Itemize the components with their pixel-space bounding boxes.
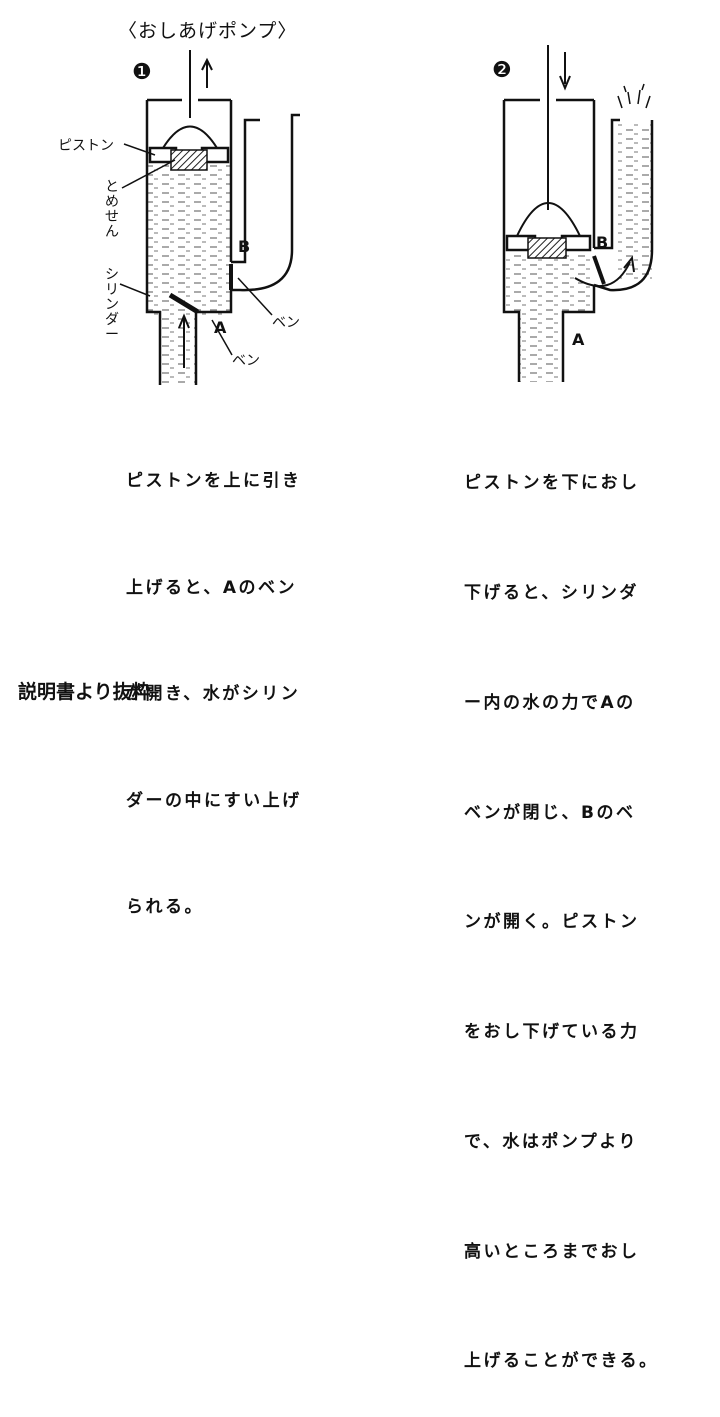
outlet-pipe-inner-2: [594, 118, 620, 250]
source-note: 説明書より抜粋: [18, 681, 151, 703]
cylinder-right-wall-1: [194, 100, 233, 385]
cylinder-right-wall-2: [561, 100, 596, 382]
outlet-pipe-outer-2: [593, 120, 654, 292]
cylinder-left-wall-1: [145, 100, 162, 385]
outlet-pipe-outer-1: [231, 113, 300, 292]
cylinder-water-2: [504, 252, 594, 312]
cylinder-left-wall-2: [502, 100, 521, 382]
valve-b-2: [592, 255, 606, 285]
valve-a-1: [168, 292, 200, 315]
panel-2-description: ピストンを下におし 下げると、シリンダ ー内の水の力でAの ベンが閉じ、Bのベ …: [464, 392, 659, 1417]
label-tomesen: とめせん: [105, 179, 119, 240]
diagram-title: 〈おしあげポンプ〉: [118, 20, 298, 42]
inlet-water-2: [519, 312, 563, 382]
stopper-1: [170, 149, 208, 171]
label-cylinder: シリンダー: [105, 267, 119, 343]
desc-2-line: 上げることができる。: [464, 1351, 659, 1372]
label-ben-bottom: ベン: [232, 353, 260, 369]
panel-1-number: ❶: [132, 60, 152, 85]
label-valve-a-2: A: [572, 330, 585, 349]
panel-2-number: ❷: [492, 58, 512, 83]
water-spray-2: [617, 83, 651, 109]
arrow-flow-2: [574, 261, 631, 287]
desc-2-line: 下げると、シリンダ: [464, 582, 639, 603]
desc-2-line: 高いところまでおし: [464, 1241, 640, 1262]
desc-1-line: 上げると、Aのベン: [126, 577, 297, 598]
label-piston: ピストン: [58, 138, 114, 154]
label-valve-b-1: B: [238, 237, 251, 256]
inlet-water-1: [160, 315, 196, 383]
label-valve-b-2: B: [596, 233, 609, 252]
outlet-water-2: [618, 122, 652, 282]
desc-1-line: が開き、水がシリン: [126, 684, 301, 704]
desc-2-line: ンが開く。ピストン: [464, 912, 640, 933]
panel-2-drawing: [502, 45, 654, 382]
label-valve-a-1: A: [214, 318, 227, 337]
desc-1-line: ピストンを上に引き: [126, 471, 302, 491]
piston-dome-2: [516, 202, 581, 237]
label-ben-right: ベン: [272, 315, 300, 331]
stopper-2: [527, 237, 567, 259]
piston-dome-1: [162, 125, 218, 149]
desc-2-line: をおし下げている力: [464, 1022, 640, 1043]
desc-2-line: で、水はポンプより: [464, 1131, 638, 1152]
desc-2-line: ー内の水の力でAの: [464, 692, 636, 713]
panel-1-drawing: [119, 50, 300, 385]
desc-1-line: ダーの中にすい上げ: [126, 790, 302, 811]
desc-2-line: ベンが閉じ、Bのベ: [464, 802, 636, 823]
cylinder-water-1: [147, 165, 231, 315]
desc-1-line: られる。: [126, 897, 204, 917]
outlet-pipe-inner-1: [231, 118, 260, 264]
pump-diagram: [119, 45, 654, 385]
panel-1-description: ピストンを上に引き 上げると、Aのベン が開き、水がシリン ダーの中にすい上げ …: [126, 393, 302, 961]
desc-2-line: ピストンを下におし: [464, 473, 640, 494]
